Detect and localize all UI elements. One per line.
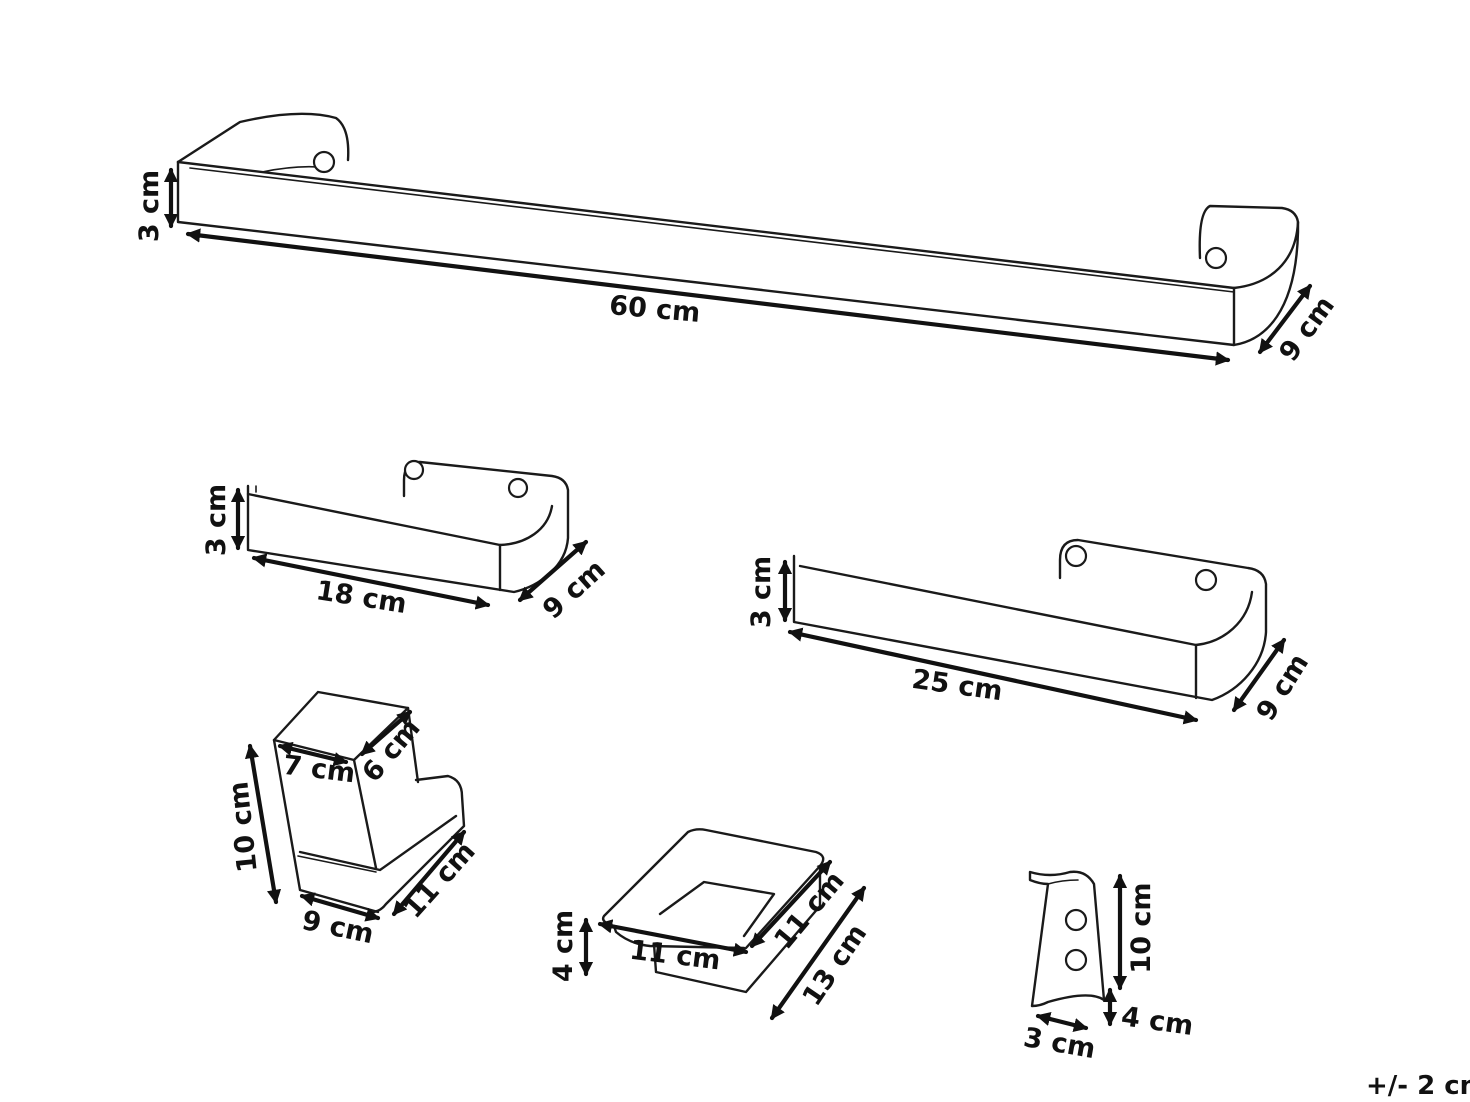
hook-height-label: 10 cm [1126,882,1157,973]
holder-length-label: 18 cm [314,575,409,620]
robe-hook [1028,870,1106,1008]
tolerance-note: +/- 2 cm [1366,1071,1470,1101]
large-rail-height-label: 3 cm [134,170,165,242]
large-rail-depth-label: 9 cm [1273,291,1341,368]
soap-dish-dimensions: 4 cm 11 cm 11 cm 13 cm [548,859,873,1021]
towel-rail-small [792,538,1268,702]
small-rail-depth-label: 9 cm [1250,649,1315,727]
robe-hook-dimensions: 10 cm 4 cm 3 cm [1021,873,1195,1065]
towel-rail-large [176,112,1300,347]
hook-projection-label: 4 cm [1119,1001,1195,1042]
towel-rail-small-dimensions: 3 cm 25 cm 9 cm [746,556,1315,727]
holder-depth-label: 9 cm [537,554,611,625]
towel-rail-large-dimensions: 3 cm 60 cm 9 cm [134,167,1341,368]
toilet-roll-holder-dimensions: 3 cm 18 cm 9 cm [201,484,612,626]
toilet-roll-holder [246,459,570,594]
soap-dish-height-label: 4 cm [548,910,579,982]
small-rail-height-label: 3 cm [746,556,777,628]
cup-holder-dimensions: 7 cm 6 cm 10 cm 9 cm 11 cm [223,709,482,950]
small-rail-length-label: 25 cm [910,664,1005,707]
holder-height-label: 3 cm [201,484,232,556]
cup-base-width-label: 9 cm [299,905,376,950]
cup-width-label: 7 cm [281,750,357,790]
soap-dish-width-label: 11 cm [628,935,722,977]
large-rail-length-label: 60 cm [608,290,701,329]
